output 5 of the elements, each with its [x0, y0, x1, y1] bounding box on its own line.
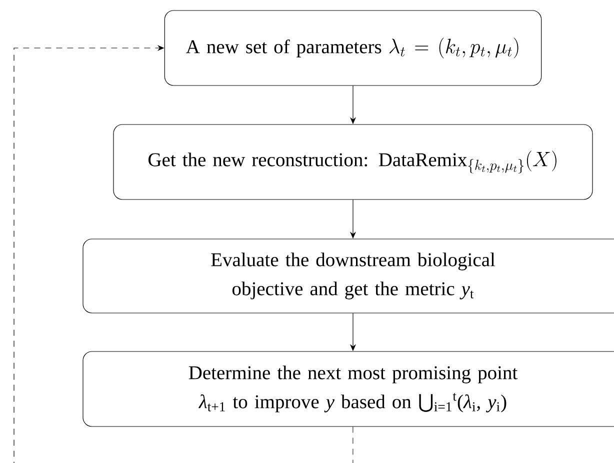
process-box: $\text{Get the new reconstruction: }\mathrm{DataRemix}_{\{k_t,p_t,\mu_t\}}(X)$ [113, 124, 593, 200]
process-box: Evaluate the downstream biological objective and get the metric y$_{t}$ [82, 238, 614, 314]
process-box: Determine the next most promising point λ$_{t+1}$ to improve y based on ⋃$_{i=1}$$^{t}$(λ$_{i}$, y$_{i}$) [82, 351, 614, 427]
process-box: $\text{A new set of parameters }\lambda_t=(k_t,p_t,\mu_t)$ [164, 10, 542, 86]
dashed-arrow [14, 44, 354, 463]
